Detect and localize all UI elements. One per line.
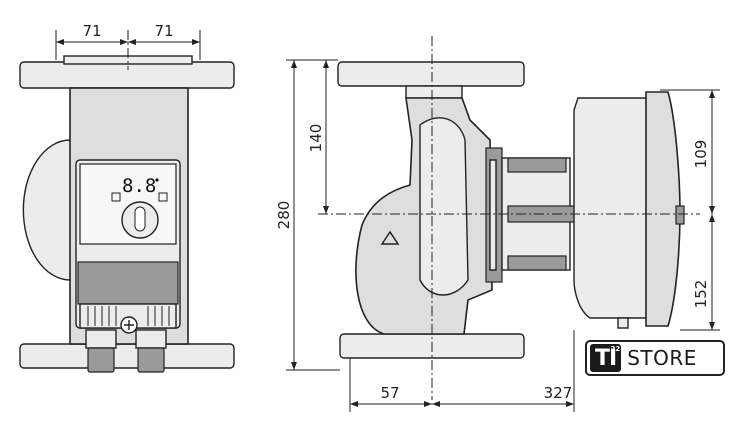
mode-icon-right — [158, 192, 168, 202]
dim-height-upper: 140 — [307, 124, 325, 153]
cable-gland-left — [87, 347, 115, 373]
stator-rib-bottom — [507, 255, 567, 271]
electronics-cover — [645, 91, 681, 327]
cable-gland-left-nut — [85, 329, 117, 349]
store-logo: TI 22 STORE — [585, 340, 725, 376]
terminal-cover — [77, 261, 179, 305]
cable-gland-right — [137, 347, 165, 373]
dim-height-total: 280 — [275, 201, 293, 230]
front-view: 8.8 71 71 — [19, 22, 235, 373]
logo-brand: TI — [595, 345, 617, 371]
flow-arrow-icon — [380, 230, 400, 245]
housing-foot — [617, 317, 629, 329]
electronics-housing — [573, 97, 651, 319]
side-top-flange — [337, 61, 525, 87]
display-dot — [155, 178, 159, 182]
logo-store-text: STORE — [627, 346, 697, 370]
knob-indicator — [134, 206, 146, 232]
logo-badge: TI 22 — [590, 344, 622, 372]
casing-inner — [419, 117, 469, 296]
stator-rib-top — [507, 157, 567, 173]
cable-gland-right-nut — [135, 329, 167, 349]
dim-front-right: 71 — [154, 22, 173, 40]
dim-front-left: 71 — [82, 22, 101, 40]
top-flange — [19, 61, 235, 89]
dim-base-offset: 57 — [380, 384, 399, 402]
screw-slot — [124, 320, 134, 330]
motor-flange-inner — [489, 159, 497, 271]
rotor-dome — [22, 139, 71, 281]
display-readout: 8.8 — [122, 175, 156, 197]
logo-superscript: 22 — [610, 345, 621, 353]
dim-overall-length: 327 — [544, 384, 573, 402]
side-view: 280 140 109 152 57 327 — [275, 36, 720, 412]
dim-motor-upper: 109 — [692, 140, 710, 169]
mode-icon-left — [111, 192, 121, 202]
side-button — [675, 205, 685, 225]
side-top-neck — [405, 85, 463, 99]
dim-motor-lower: 152 — [692, 280, 710, 309]
bottom-flange — [19, 343, 235, 369]
